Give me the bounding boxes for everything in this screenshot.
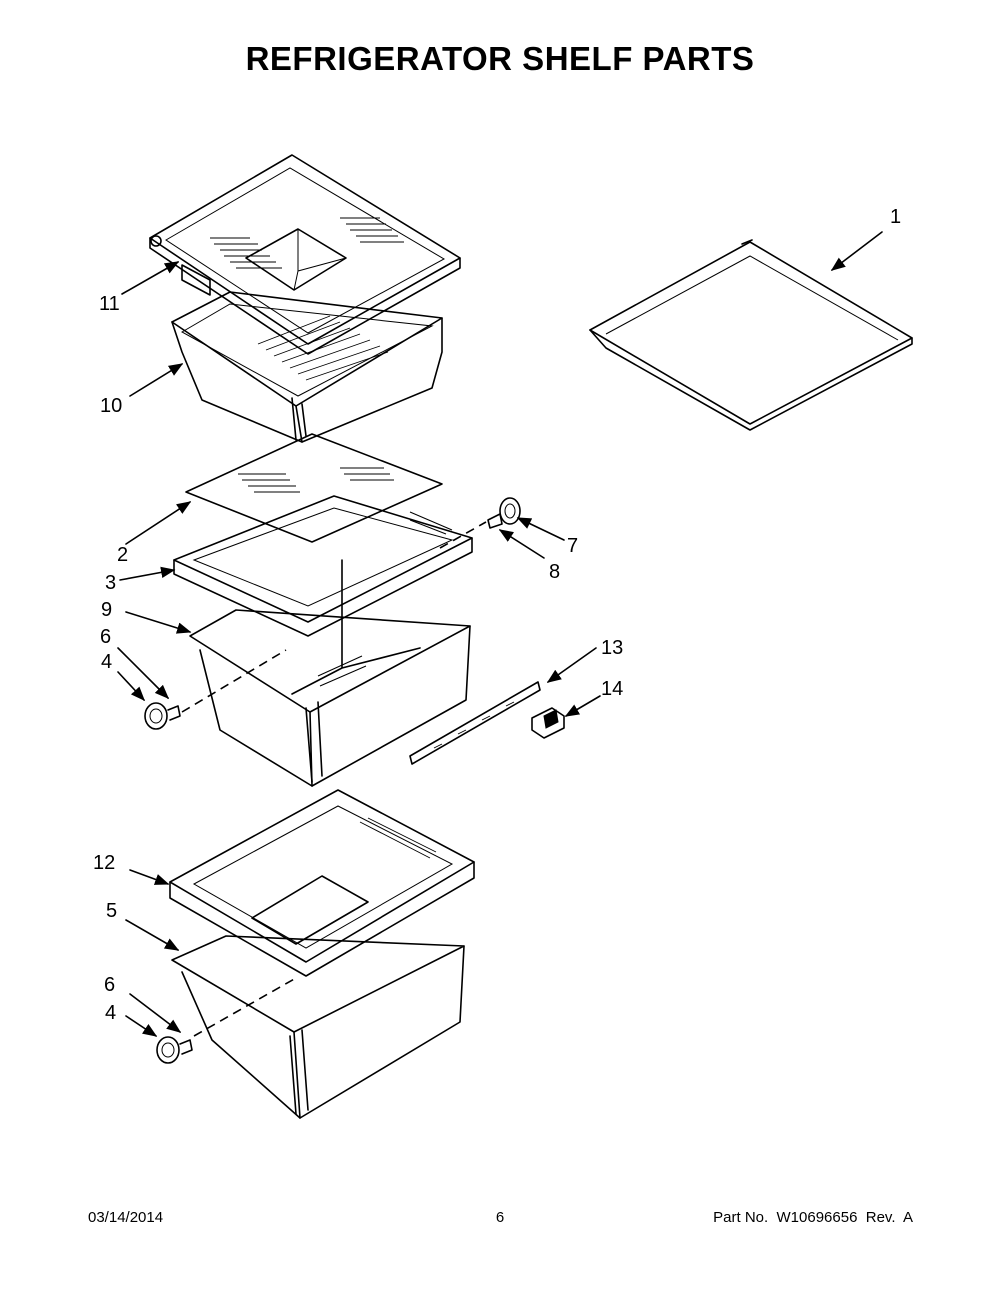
part-2-glass-insert bbox=[185, 433, 443, 543]
callout-8: 8 bbox=[549, 561, 560, 583]
callout-4-lower: 4 bbox=[105, 1002, 116, 1024]
callout-labels: 1 2 3 4 4 5 6 6 7 8 9 10 11 12 13 14 bbox=[93, 206, 901, 1024]
page-title: REFRIGERATOR SHELF PARTS bbox=[245, 40, 755, 77]
leader-11 bbox=[121, 261, 180, 295]
leader-6a bbox=[117, 647, 170, 700]
part-12-lower-shelf-frame bbox=[169, 789, 475, 977]
callout-2: 2 bbox=[117, 544, 128, 566]
leader-4a bbox=[117, 671, 145, 702]
callout-6-upper: 6 bbox=[100, 626, 111, 648]
leader-9 bbox=[125, 611, 192, 634]
callout-14: 14 bbox=[601, 678, 623, 700]
part-9-deli-drawer bbox=[189, 559, 471, 787]
part-4-knob-lower bbox=[156, 1036, 193, 1064]
part-7-knob bbox=[499, 497, 521, 525]
leader-12 bbox=[129, 869, 170, 885]
callout-12: 12 bbox=[93, 852, 115, 874]
footer-page-number: 6 bbox=[495, 1209, 505, 1226]
leader-10 bbox=[129, 363, 184, 397]
callout-3: 3 bbox=[105, 572, 116, 594]
part-11-crisper-cover bbox=[149, 154, 461, 355]
part-8-bolt bbox=[487, 513, 503, 529]
callout-5: 5 bbox=[106, 900, 117, 922]
callout-11: 11 bbox=[99, 293, 120, 315]
leader-2 bbox=[125, 501, 192, 545]
footer-part-number: Part No. W10696656 Rev. A bbox=[713, 1209, 913, 1226]
callout-10: 10 bbox=[100, 395, 122, 417]
leader-5 bbox=[125, 919, 180, 951]
leader-1 bbox=[830, 231, 883, 271]
part-13-rail bbox=[409, 681, 541, 765]
leader-lines bbox=[117, 231, 883, 1037]
part-1-glass-shelf bbox=[589, 239, 913, 431]
leader-4b bbox=[125, 1015, 158, 1037]
leader-13 bbox=[546, 647, 597, 683]
leader-7 bbox=[516, 517, 565, 541]
callout-7: 7 bbox=[567, 535, 578, 557]
leader-14 bbox=[564, 695, 601, 717]
callout-6-lower: 6 bbox=[104, 974, 115, 996]
part-5-lower-crisper-drawer bbox=[171, 935, 465, 1119]
footer-date: 03/14/2014 bbox=[88, 1209, 164, 1226]
callout-4-upper: 4 bbox=[101, 651, 112, 673]
callout-1: 1 bbox=[890, 206, 901, 228]
callout-13: 13 bbox=[601, 637, 623, 659]
part-10-crisper-drawer bbox=[171, 291, 443, 443]
callout-9: 9 bbox=[101, 599, 112, 621]
part-14-clip bbox=[531, 707, 565, 739]
leader-6b bbox=[129, 993, 182, 1033]
leader-8 bbox=[498, 529, 545, 559]
part-3-shelf-frame bbox=[173, 495, 473, 637]
leader-3 bbox=[119, 566, 176, 581]
part-4-knob-upper bbox=[144, 702, 181, 730]
